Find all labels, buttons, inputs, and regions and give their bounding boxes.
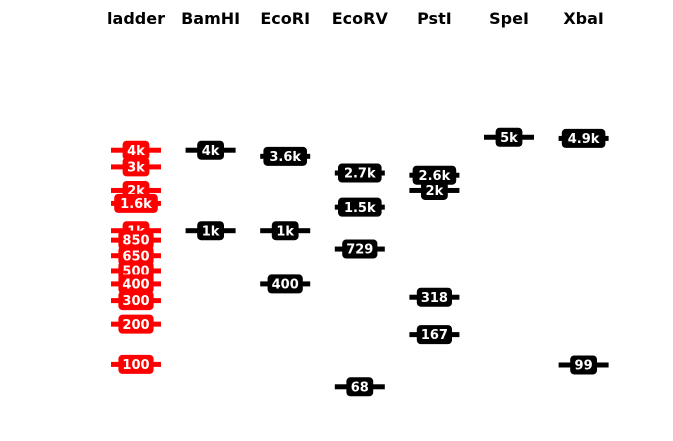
band-label: 2.6k	[419, 169, 451, 184]
lane-title: BamHI	[181, 9, 240, 28]
band: 4k	[185, 140, 236, 160]
band-label: 167	[421, 328, 448, 343]
band-label: 200	[122, 318, 149, 333]
band-label-box	[118, 291, 154, 311]
band: 99	[558, 355, 609, 375]
lane-title: PstI	[417, 9, 452, 28]
band-label: 2.7k	[344, 167, 376, 182]
band-label: 850	[122, 234, 149, 249]
band-label: 400	[122, 278, 149, 293]
band: 3.6k	[260, 146, 311, 166]
band-label-box	[118, 354, 154, 374]
band-label: 68	[351, 380, 369, 395]
band-label: 4.9k	[568, 132, 600, 147]
band: 1k	[185, 221, 236, 241]
band-label-box	[118, 274, 154, 294]
band-label-box	[342, 239, 378, 259]
band-label-box	[271, 221, 299, 241]
band-label-box	[118, 230, 154, 250]
lane-title: ladder	[107, 9, 165, 28]
band: 4k	[111, 140, 161, 160]
band-label: 4k	[127, 144, 145, 159]
band-label-box	[412, 165, 457, 185]
band-label-box	[561, 128, 606, 148]
band-label: 650	[122, 249, 149, 264]
band: 2.7k	[334, 163, 385, 183]
lane-ecori: EcoRI 3.6k 1k 400	[260, 9, 311, 294]
band-label: 400	[272, 278, 299, 293]
band-label-box	[495, 127, 523, 147]
lane-title: XbaI	[563, 9, 604, 28]
band-label-box	[197, 140, 224, 160]
lane-title: EcoRI	[260, 9, 310, 28]
band: 3k	[111, 157, 161, 177]
band-label: 729	[346, 243, 373, 258]
band: 729	[334, 239, 385, 259]
band-label: 1.6k	[120, 197, 152, 212]
band: 5k	[484, 127, 534, 147]
band-label-box	[416, 325, 452, 345]
band-label: 5k	[500, 131, 518, 146]
band: 1.6k	[111, 193, 161, 213]
band: 200	[111, 314, 161, 334]
lane-title: SpeI	[489, 9, 529, 28]
band-label-box	[338, 197, 382, 217]
band-label-box	[416, 287, 452, 307]
band-label: 300	[122, 294, 149, 309]
band-label-box	[570, 355, 597, 375]
band-label: 3.6k	[269, 150, 301, 165]
lane-title: EcoRV	[332, 9, 389, 28]
band: 318	[409, 287, 460, 307]
band: 1k	[260, 221, 311, 241]
lane-spei: SpeI 5k	[484, 9, 534, 147]
band-label: 4k	[202, 144, 220, 159]
band-label-box	[267, 274, 303, 294]
band-label: 1k	[276, 224, 294, 239]
band-label-box	[421, 180, 448, 200]
band: 2.6k	[409, 165, 460, 185]
band: 400	[260, 274, 311, 294]
band: 850	[111, 230, 161, 250]
band-label: 3k	[127, 161, 145, 176]
band-label: 99	[575, 359, 593, 374]
band-label: 1k	[202, 224, 220, 239]
band: 2k	[409, 180, 460, 200]
band: 300	[111, 291, 161, 311]
lane-bamhi: BamHI 4k 1k	[181, 9, 240, 241]
band: 68	[334, 377, 385, 397]
band-label-box	[346, 377, 374, 397]
band-label: 1.5k	[344, 201, 376, 216]
band-label-box	[118, 314, 154, 334]
band: 650	[111, 246, 161, 266]
band: 400	[111, 274, 161, 294]
band-label-box	[122, 157, 150, 177]
band: 167	[409, 325, 460, 345]
band-label: 100	[122, 358, 149, 373]
band-label-box	[263, 146, 307, 166]
band-label: 2k	[426, 184, 444, 199]
band: 4.9k	[558, 128, 609, 148]
band-label-box	[197, 221, 224, 241]
band: 1.5k	[334, 197, 385, 217]
lane-xbai: XbaI 4.9k 99	[558, 9, 609, 375]
band-label-box	[338, 163, 382, 183]
band: 100	[111, 354, 161, 374]
band-label-box	[114, 193, 158, 213]
band-label-box	[118, 246, 154, 266]
band-label-box	[122, 140, 150, 160]
lane-ecorv: EcoRV 2.7k 1.5k 729 68	[332, 9, 389, 397]
band-label: 318	[421, 291, 448, 306]
